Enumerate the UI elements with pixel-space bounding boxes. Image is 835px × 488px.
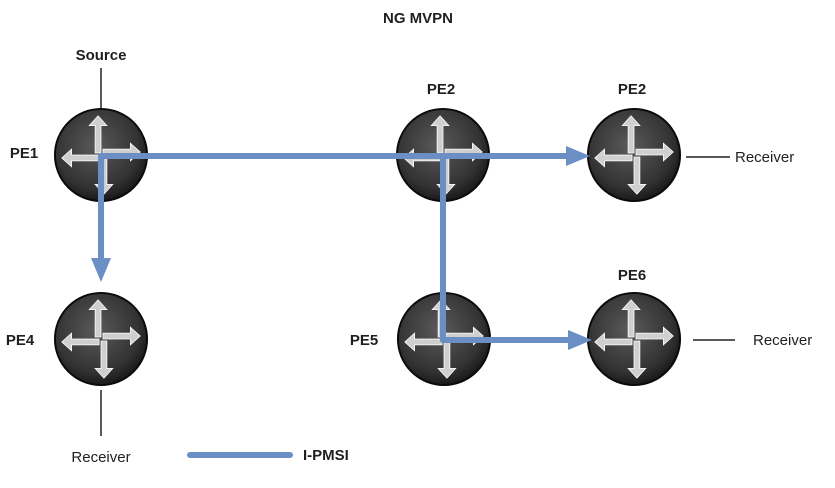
tunnel-arrowheads <box>91 146 592 350</box>
router-label-pe5: PE5 <box>350 332 378 349</box>
router-pe2a: PE2 <box>395 81 491 203</box>
receiver-label-pe2: Receiver <box>735 149 794 166</box>
router-label-pe1: PE1 <box>10 145 38 162</box>
router-label-pe6: PE6 <box>618 267 646 284</box>
arrowhead-to-pe6 <box>568 330 592 350</box>
router-icon <box>586 291 682 387</box>
legend-label: I-PMSI <box>303 447 349 464</box>
legend: I-PMSI <box>187 447 349 464</box>
source-label: Source <box>76 47 127 64</box>
router-pe2b: PE2 <box>586 81 682 203</box>
router-label-pe2a: PE2 <box>427 81 455 98</box>
router-pe1: PE1 <box>10 107 149 203</box>
router-icon <box>53 291 149 387</box>
router-icon <box>586 107 682 203</box>
router-label-pe2b: PE2 <box>618 81 646 98</box>
router-label-pe4: PE4 <box>6 332 35 349</box>
arrowhead-to-pe2b <box>566 146 590 166</box>
diagram-title: NG MVPN <box>383 10 453 27</box>
router-pe4: PE4 <box>6 291 149 387</box>
receiver-label-pe6: Receiver <box>753 332 812 349</box>
router-pe5: PE5 <box>350 291 492 387</box>
router-pe6: PE6 <box>586 267 682 387</box>
receiver-label-pe4: Receiver <box>71 449 130 466</box>
arrowhead-to-pe4 <box>91 258 111 282</box>
i-pmsi-tunnels <box>98 153 577 343</box>
